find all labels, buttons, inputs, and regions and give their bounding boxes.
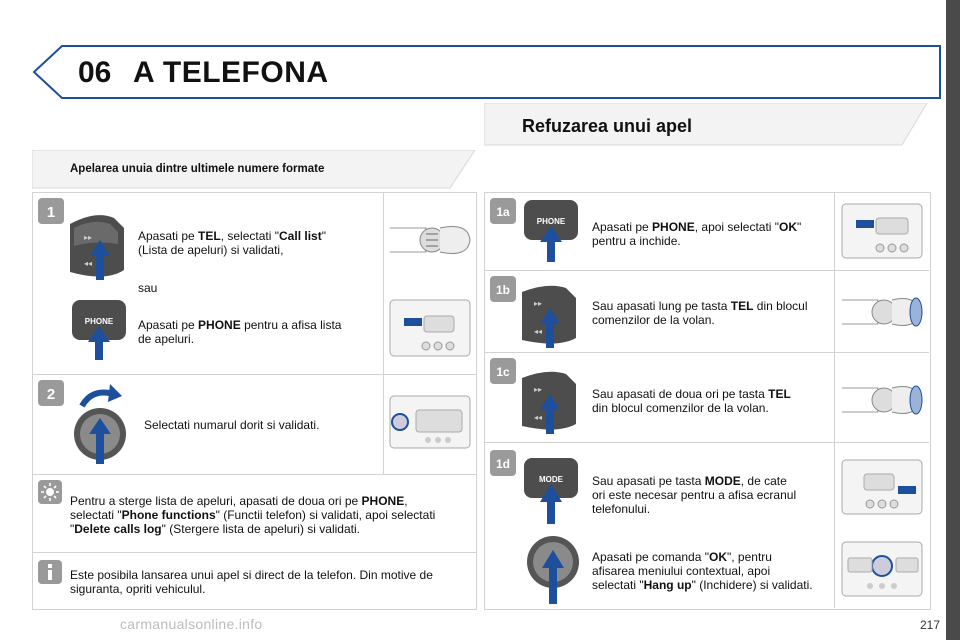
info-text: Este posibila lansarea unui apel si dire… [70,568,433,596]
svg-text:1b: 1b [496,283,510,297]
s1b-line2: comenzilor de la volan. [592,313,715,327]
section-title: Refuzarea unui apel [522,116,693,136]
s1c-line1: Sau apasati de doua ori pe tasta TEL [592,387,791,401]
divider [33,474,476,475]
rotary-knob-icon [74,384,126,464]
steering-control-icon: ▸▸ ◂◂ [70,215,124,280]
steering-control-icon: ▸▸ ◂◂ [522,371,576,434]
svg-text:1c: 1c [496,365,510,379]
mode-button-icon: MODE [524,458,578,524]
left-heading: Apelarea unuia dintre ultimele numere fo… [70,163,325,175]
steering-wheel-thumbnail [842,385,923,415]
page-title: A TELEFONA [133,56,329,89]
s1d-menu-line3: selectati "Hang up" (Inchidere) si valid… [592,578,813,592]
divider [485,442,929,443]
steering-wheel-thumbnail [388,208,472,272]
s1a-line2: pentru a inchide. [592,234,681,248]
phone-button-icon: PHONE [524,200,578,262]
left-heading-band [32,150,476,189]
step1-line3: Apasati pe PHONE pentru a afisa lista [138,318,342,332]
step1-line4: de apeluri. [138,332,195,346]
divider [485,352,929,353]
page-number: 217 [919,618,940,632]
info-icon [38,560,62,584]
step-badge-1b: 1b [490,276,516,307]
s1a-line1: Apasati pe PHONE, apoi selectati "OK" [592,220,802,234]
svg-text:◂◂: ◂◂ [84,259,92,268]
svg-text:1d: 1d [496,457,510,471]
step2-text: Selectati numarul dorit si validati. [144,418,320,432]
step-badge-1c: 1c [490,358,516,389]
phone-button-icon: PHONE [72,300,126,360]
tip-text: Pentru a sterge lista de apeluri, apasat… [70,494,436,536]
svg-text:PHONE: PHONE [85,317,114,326]
step-badge-2: 2 [38,380,64,411]
radio-panel-thumbnail [841,203,923,259]
s1d-line2: ori este necesar pentru a afisa ecranul [592,488,797,502]
s1d-menu-line1: Apasati pe comanda "OK", pentru [592,550,772,564]
divider [33,374,476,375]
step1-or: sau [138,281,158,295]
svg-text:▸▸: ▸▸ [534,385,542,394]
step1-line2: (Lista de apeluri) si validati, [138,243,284,257]
step-badge-1d: 1d [490,450,516,481]
step-badge-1: 1 [38,198,64,229]
watermark: carmanualsonline.info [120,616,263,632]
sidebar-tab [946,0,960,640]
divider [33,552,476,553]
step1-line1: Apasati pe TEL, selectati "Call list" [138,229,326,243]
divider [834,193,835,608]
svg-text:1a: 1a [496,205,510,219]
steering-wheel-thumbnail [842,297,923,327]
steering-control-icon: ▸▸ ◂◂ [522,285,576,348]
s1d-menu-line2: afisarea meniului contextual, apoi [592,564,771,578]
svg-text:▸▸: ▸▸ [534,299,542,308]
divider [485,270,929,271]
s1d-line1: Sau apasati pe tasta MODE, de cate [592,474,787,488]
rotary-knob-icon [527,536,579,604]
svg-text:MODE: MODE [539,475,564,484]
radio-knob-thumbnail [389,395,471,449]
s1d-line3: telefonului. [592,502,651,516]
radio-panel-thumbnail [389,299,471,357]
svg-text:◂◂: ◂◂ [534,327,542,336]
radio-panel-thumbnail [841,459,923,515]
svg-text:2: 2 [47,386,55,403]
chapter-number: 06 [78,56,112,89]
step-badge-1a: 1a [490,198,516,229]
radio-knob-thumbnail [841,541,923,597]
tip-icon [38,480,62,504]
header-band [32,45,941,99]
svg-text:PHONE: PHONE [537,217,566,226]
section-title-band [484,103,928,146]
divider [383,193,384,374]
s1c-line2: din blocul comenzilor de la volan. [592,401,769,415]
svg-text:1: 1 [47,204,55,221]
s1b-line1: Sau apasati lung pe tasta TEL din blocul [592,299,808,313]
divider [383,375,384,474]
svg-text:▸▸: ▸▸ [84,233,92,242]
svg-text:◂◂: ◂◂ [534,413,542,422]
